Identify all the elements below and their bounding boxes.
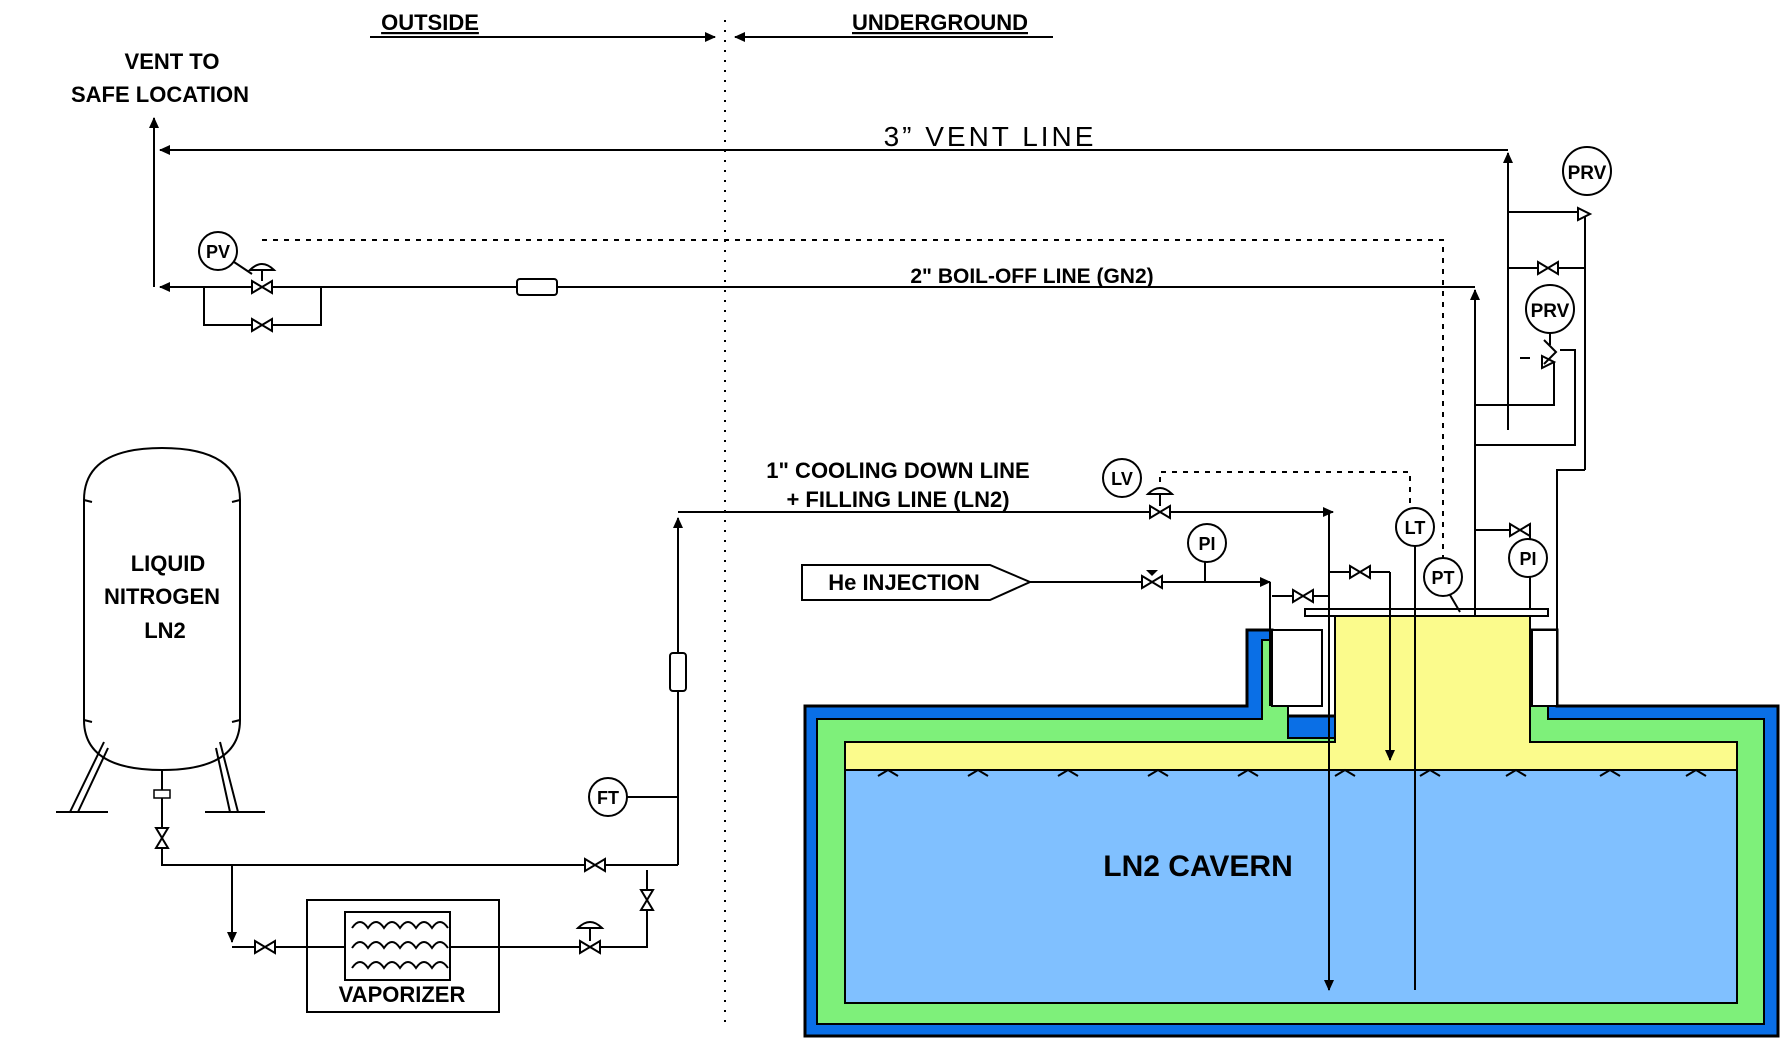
svg-text:LN2: LN2: [144, 618, 186, 643]
liquid-surface-marks: [877, 768, 1707, 777]
svg-text:PI: PI: [1519, 549, 1536, 569]
cooling-label-1: 1" COOLING DOWN LINE: [766, 458, 1029, 483]
svg-text:PRV: PRV: [1568, 163, 1607, 184]
cooling-line-heater: [669, 652, 687, 692]
lt-transmitter: LT: [1395, 507, 1435, 990]
shaft-right-opening: [1531, 629, 1558, 707]
cavern-label: LN2 CAVERN: [1103, 850, 1292, 883]
outside-label: OUTSIDE: [381, 10, 479, 35]
ft-transmitter: FT: [588, 777, 678, 817]
underground-label: UNDERGROUND: [852, 10, 1028, 35]
svg-text:PV: PV: [206, 242, 230, 262]
vaporizer-label: VAPORIZER: [339, 982, 466, 1007]
shaft-left-opening: [1271, 629, 1323, 707]
vent-line: 3” VENT LINE: [159, 121, 1586, 470]
vent-line-label: 3” VENT LINE: [884, 121, 1097, 152]
ln2-cavern: LN2 CAVERN: [803, 608, 1780, 1038]
vent-outlet: VENT TO SAFE LOCATION: [71, 49, 249, 287]
pi-right-gauge: PI: [1508, 538, 1548, 578]
he-injection: He INJECTION: [801, 562, 1271, 706]
boil-off-heater: [516, 278, 558, 296]
zone-divider: OUTSIDE UNDERGROUND: [370, 10, 1053, 1030]
svg-text:LT: LT: [1405, 518, 1426, 538]
pi-left-gauge: PI: [1187, 523, 1227, 563]
liquid-pool: [844, 769, 1738, 1004]
vent-label-line1: VENT TO: [125, 49, 220, 74]
ln2-storage-tank: LIQUID NITROGEN LN2: [56, 446, 265, 813]
lv-controller: LV: [1102, 458, 1142, 498]
prv-mid: PRV: [1520, 284, 1575, 370]
prv-top: PRV: [1562, 146, 1612, 222]
cooling-label-2: + FILLING LINE (LN2): [786, 487, 1009, 512]
svg-text:PI: PI: [1198, 534, 1215, 554]
svg-text:PT: PT: [1431, 568, 1454, 588]
svg-text:PRV: PRV: [1531, 301, 1570, 322]
top-flange: [1304, 608, 1549, 617]
vent-label-line2: SAFE LOCATION: [71, 82, 249, 107]
cooling-filling-line: 1" COOLING DOWN LINE + FILLING LINE (LN2…: [660, 458, 1334, 991]
svg-text:NITROGEN: NITROGEN: [104, 584, 220, 609]
pt-transmitter: PT: [1423, 557, 1463, 613]
svg-text:FT: FT: [597, 788, 619, 808]
boil-off-label: 2" BOIL-OFF LINE (GN2): [910, 265, 1153, 288]
svg-text:He INJECTION: He INJECTION: [828, 570, 980, 595]
boil-off-line: 2" BOIL-OFF LINE (GN2): [159, 263, 1480, 615]
pv-controller: PV: [198, 231, 253, 275]
vaporizer: VAPORIZER: [306, 899, 500, 1013]
svg-text:LV: LV: [1111, 469, 1133, 489]
svg-text:LIQUID: LIQUID: [131, 551, 206, 576]
